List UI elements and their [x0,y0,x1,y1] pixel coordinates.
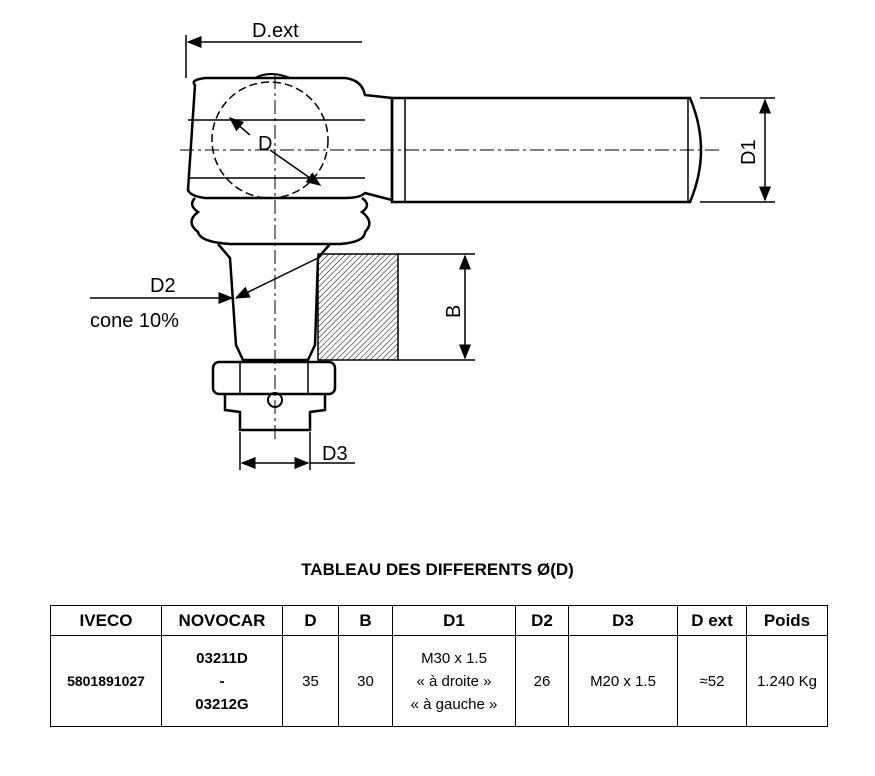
novocar-separator: - [219,672,225,690]
cell-d: 35 [282,635,339,727]
label-d3: D3 [322,443,348,465]
nut [211,360,337,396]
label-d1: D1 [738,139,760,165]
header-d3: D3 [568,605,678,636]
cell-d2: 26 [515,635,569,727]
header-d: D [282,605,339,636]
label-b: B [443,305,465,318]
label-cone: cone 10% [90,310,179,332]
header-novocar: NOVOCAR [161,605,283,636]
cell-d1: M30 x 1.5 « à droite » « à gauche » [392,635,516,727]
header-iveco: IVECO [50,605,162,636]
cell-d3: M20 x 1.5 [568,635,678,727]
table-title: TABLEAU DES DIFFERENTS Ø(D) [301,560,574,579]
d1-left: « à gauche » [410,695,498,713]
joint-head [186,76,394,202]
boot [190,196,371,246]
cell-novocar: 03211D - 03212G [161,635,283,727]
header-d-ext: D ext [677,605,747,636]
d1-right: « à droite » [416,672,492,690]
label-d2: D2 [150,275,176,297]
header-b: B [338,605,393,636]
cell-poids: 1.240 Kg [746,635,828,727]
cell-b: 30 [338,635,393,727]
dimensions-table: IVECO NOVOCAR D B D1 D2 D3 D ext Poids 5… [50,605,828,727]
header-poids: Poids [746,605,828,636]
d1-thread: M30 x 1.5 [421,649,487,667]
header-d1: D1 [392,605,516,636]
label-d-ext: D.ext [252,20,299,42]
shank [390,96,703,204]
cell-iveco: 5801891027 [50,635,162,727]
header-d2: D2 [515,605,569,636]
novocar-ref-left: 03212G [195,695,249,713]
table-row: 5801891027 03211D - 03212G 35 30 M30 x 1… [50,635,828,727]
cell-d-ext: ≈52 [677,635,747,727]
label-d: D [258,133,272,155]
novocar-ref-right: 03211D [196,649,248,667]
table-header-row: IVECO NOVOCAR D B D1 D2 D3 D ext Poids [50,605,828,636]
stem [217,243,331,362]
ball-joint-technical-drawing: D.ext D D1 D2 cone 10% B D3 [90,20,775,470]
ball [211,81,329,199]
